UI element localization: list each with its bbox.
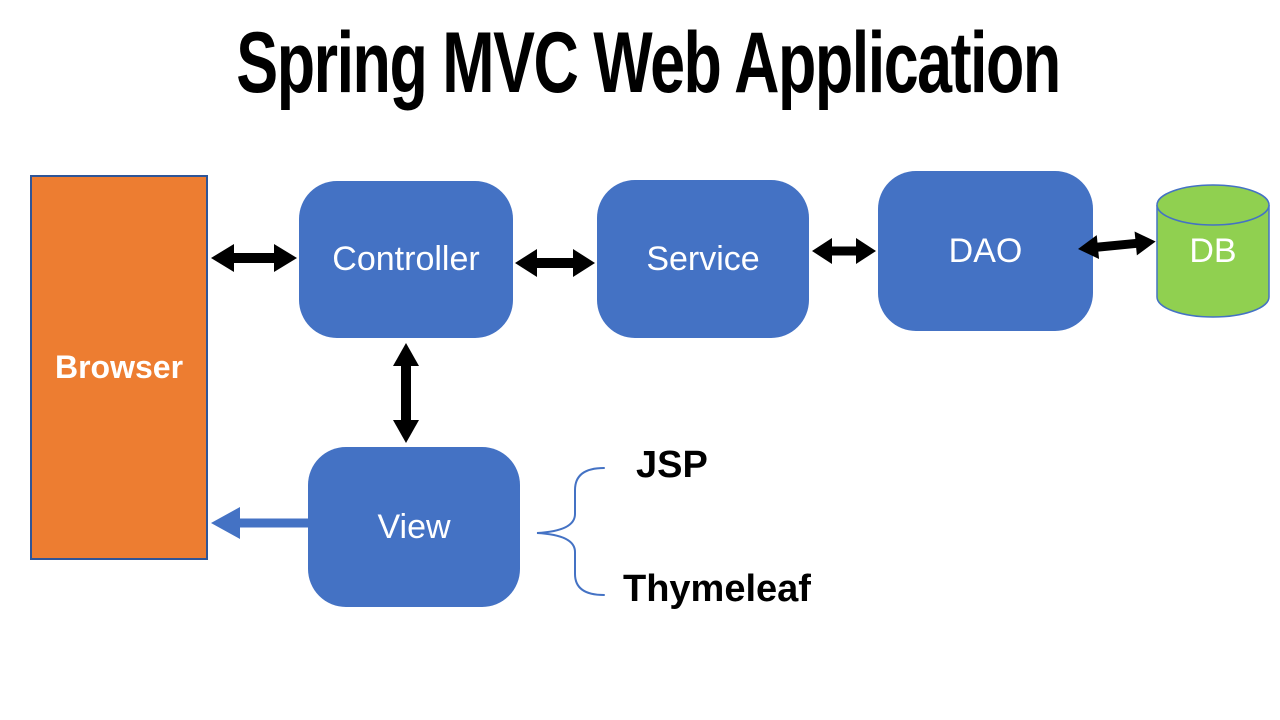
arrow-controller-view-head-bottom (393, 420, 419, 443)
arrow-controller-service-head-right (573, 249, 595, 277)
node-service-label: Service (646, 239, 760, 278)
db-cylinder-body (1156, 205, 1270, 318)
node-view-label: View (377, 507, 451, 546)
arrow-controller-service (515, 249, 595, 277)
brace-view-technologies (536, 467, 605, 596)
diagram-title: Spring MVC Web Application (236, 15, 1061, 111)
title-wrap: Spring MVC Web Application (8, 14, 1280, 113)
node-service: Service (597, 180, 809, 338)
arrow-service-dao-head-left (812, 238, 832, 264)
arrow-view-browser (211, 507, 308, 539)
node-dao: DAO (878, 171, 1093, 331)
arrow-dao-db-head-right (1134, 231, 1156, 256)
arrow-browser-controller-head-right (274, 244, 297, 272)
node-controller-label: Controller (332, 240, 480, 278)
annotation-jsp: JSP (636, 444, 708, 486)
annotation-thymeleaf: Thymeleaf (623, 568, 811, 610)
node-browser-label: Browser (54, 349, 184, 385)
arrow-browser-controller-head-left (211, 244, 234, 272)
arrow-service-dao (812, 238, 876, 264)
arrow-dao-db-shaft (1093, 238, 1141, 252)
arrow-service-dao-head-right (856, 238, 876, 264)
arrow-view-browser-head (211, 507, 240, 539)
node-view: View (308, 447, 520, 607)
node-db-cylinder (1156, 184, 1270, 318)
node-dao-label: DAO (948, 231, 1023, 270)
node-db-label: DB (1189, 232, 1237, 270)
node-controller: Controller (299, 181, 513, 338)
arrow-controller-service-head-left (515, 249, 537, 277)
node-browser: Browser (30, 175, 208, 560)
arrow-controller-view-head-top (393, 343, 419, 366)
arrow-browser-controller (211, 244, 297, 272)
db-cylinder-top (1156, 184, 1270, 226)
arrow-controller-view (393, 343, 419, 443)
